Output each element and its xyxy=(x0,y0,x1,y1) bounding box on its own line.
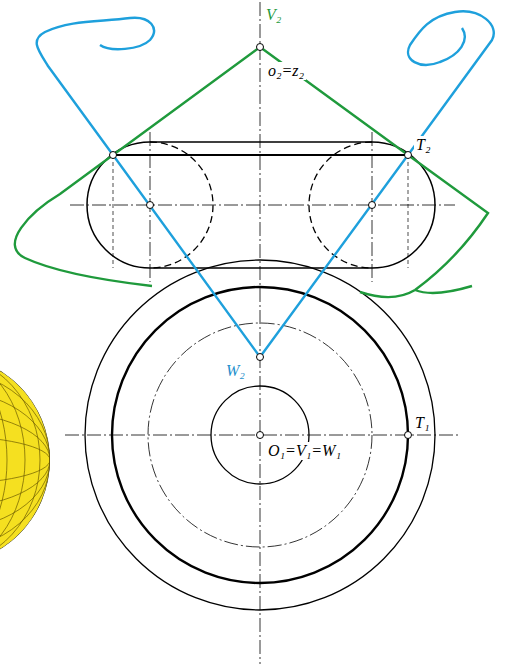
point-label: V₂ xyxy=(264,6,283,24)
point-label: O₁=V₁=W₁ xyxy=(266,442,343,460)
point-label: W₂ xyxy=(224,362,247,380)
point-label: T₂ xyxy=(414,136,432,154)
point-label: T₁ xyxy=(413,414,431,432)
axis-label: o₂=z₂ xyxy=(266,62,306,80)
sphere-picture xyxy=(0,355,50,565)
